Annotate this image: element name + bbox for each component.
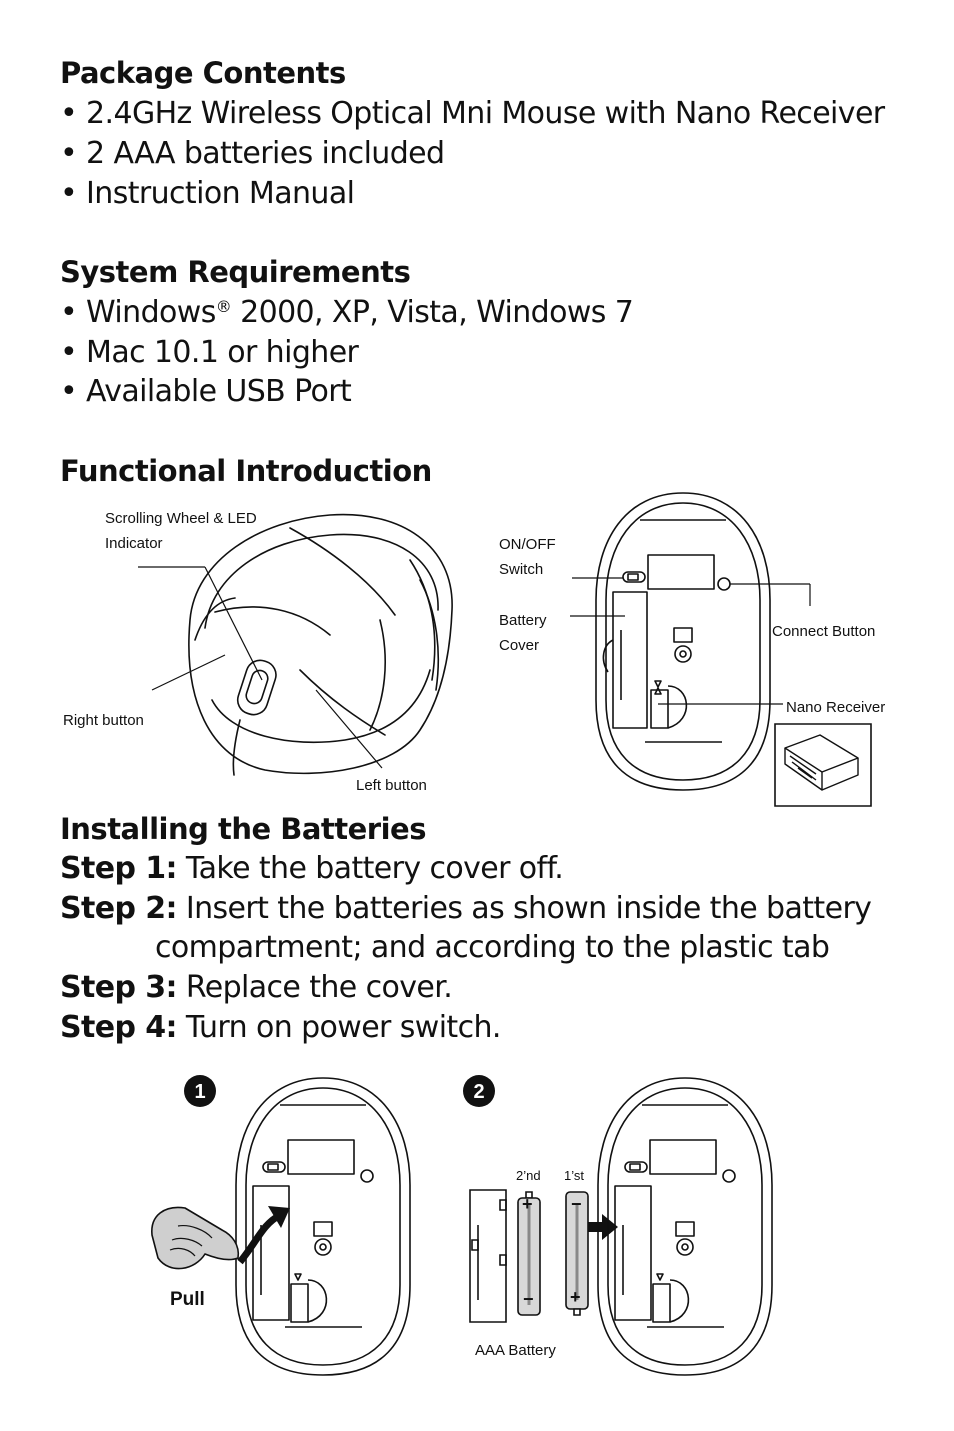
system-requirements-title: System Requirements (60, 255, 411, 289)
wheel-label-line2: Indicator (105, 535, 163, 552)
system-item-usb: • Available USB Port (60, 374, 352, 409)
battery-cover-label-line2: Cover (499, 637, 540, 654)
package-item-manual: • Instruction Manual (60, 176, 355, 211)
second-battery-label: 2’nd (516, 1168, 541, 1183)
wheel-label-line1: Scrolling Wheel & LED (105, 510, 257, 527)
pull-label: Pull (170, 1289, 205, 1310)
onoff-label-line2: Switch (499, 561, 544, 578)
step-2: Step 2: Insert the batteries as shown in… (60, 891, 872, 926)
battery-1-plus-sign: + (570, 1287, 581, 1307)
first-battery-label: 1’st (564, 1168, 584, 1183)
step-1: Step 1: Take the battery cover off. (60, 851, 564, 886)
battery-2-plus-sign: + (522, 1194, 533, 1214)
onoff-label-line1: ON/OFF (499, 536, 556, 553)
step-3: Step 3: Replace the cover. (60, 970, 453, 1005)
package-item-batteries: • 2 AAA batteries included (60, 136, 445, 171)
system-item-windows: • Windows® 2000, XP, Vista, Windows 7 (60, 295, 634, 330)
connect-button-label: Connect Button (772, 623, 876, 640)
step-badge-1 (184, 1075, 216, 1107)
step-badge-1-number: 1 (194, 1081, 206, 1103)
battery-1-minus-sign: − (571, 1194, 582, 1214)
battery-2-minus-sign: − (523, 1289, 534, 1309)
right-button-label: Right button (63, 712, 144, 729)
functional-introduction-title: Functional Introduction (60, 454, 432, 488)
step-badge-2-number: 2 (473, 1081, 485, 1103)
step-4: Step 4: Turn on power switch. (60, 1010, 501, 1045)
left-button-label: Left button (356, 777, 427, 794)
installing-batteries-title: Installing the Batteries (60, 812, 426, 846)
system-item-mac: • Mac 10.1 or higher (60, 335, 359, 370)
aaa-battery-label: AAA Battery (475, 1342, 556, 1359)
step-2-continuation: compartment; and according to the plasti… (155, 930, 830, 965)
step-badge-2 (463, 1075, 495, 1107)
package-contents-title: Package Contents (60, 56, 346, 90)
battery-cover-label-line1: Battery (499, 612, 547, 629)
nano-receiver-label: Nano Receiver (786, 699, 886, 716)
package-item-mouse: • 2.4GHz Wireless Optical Mni Mouse with… (60, 96, 885, 131)
